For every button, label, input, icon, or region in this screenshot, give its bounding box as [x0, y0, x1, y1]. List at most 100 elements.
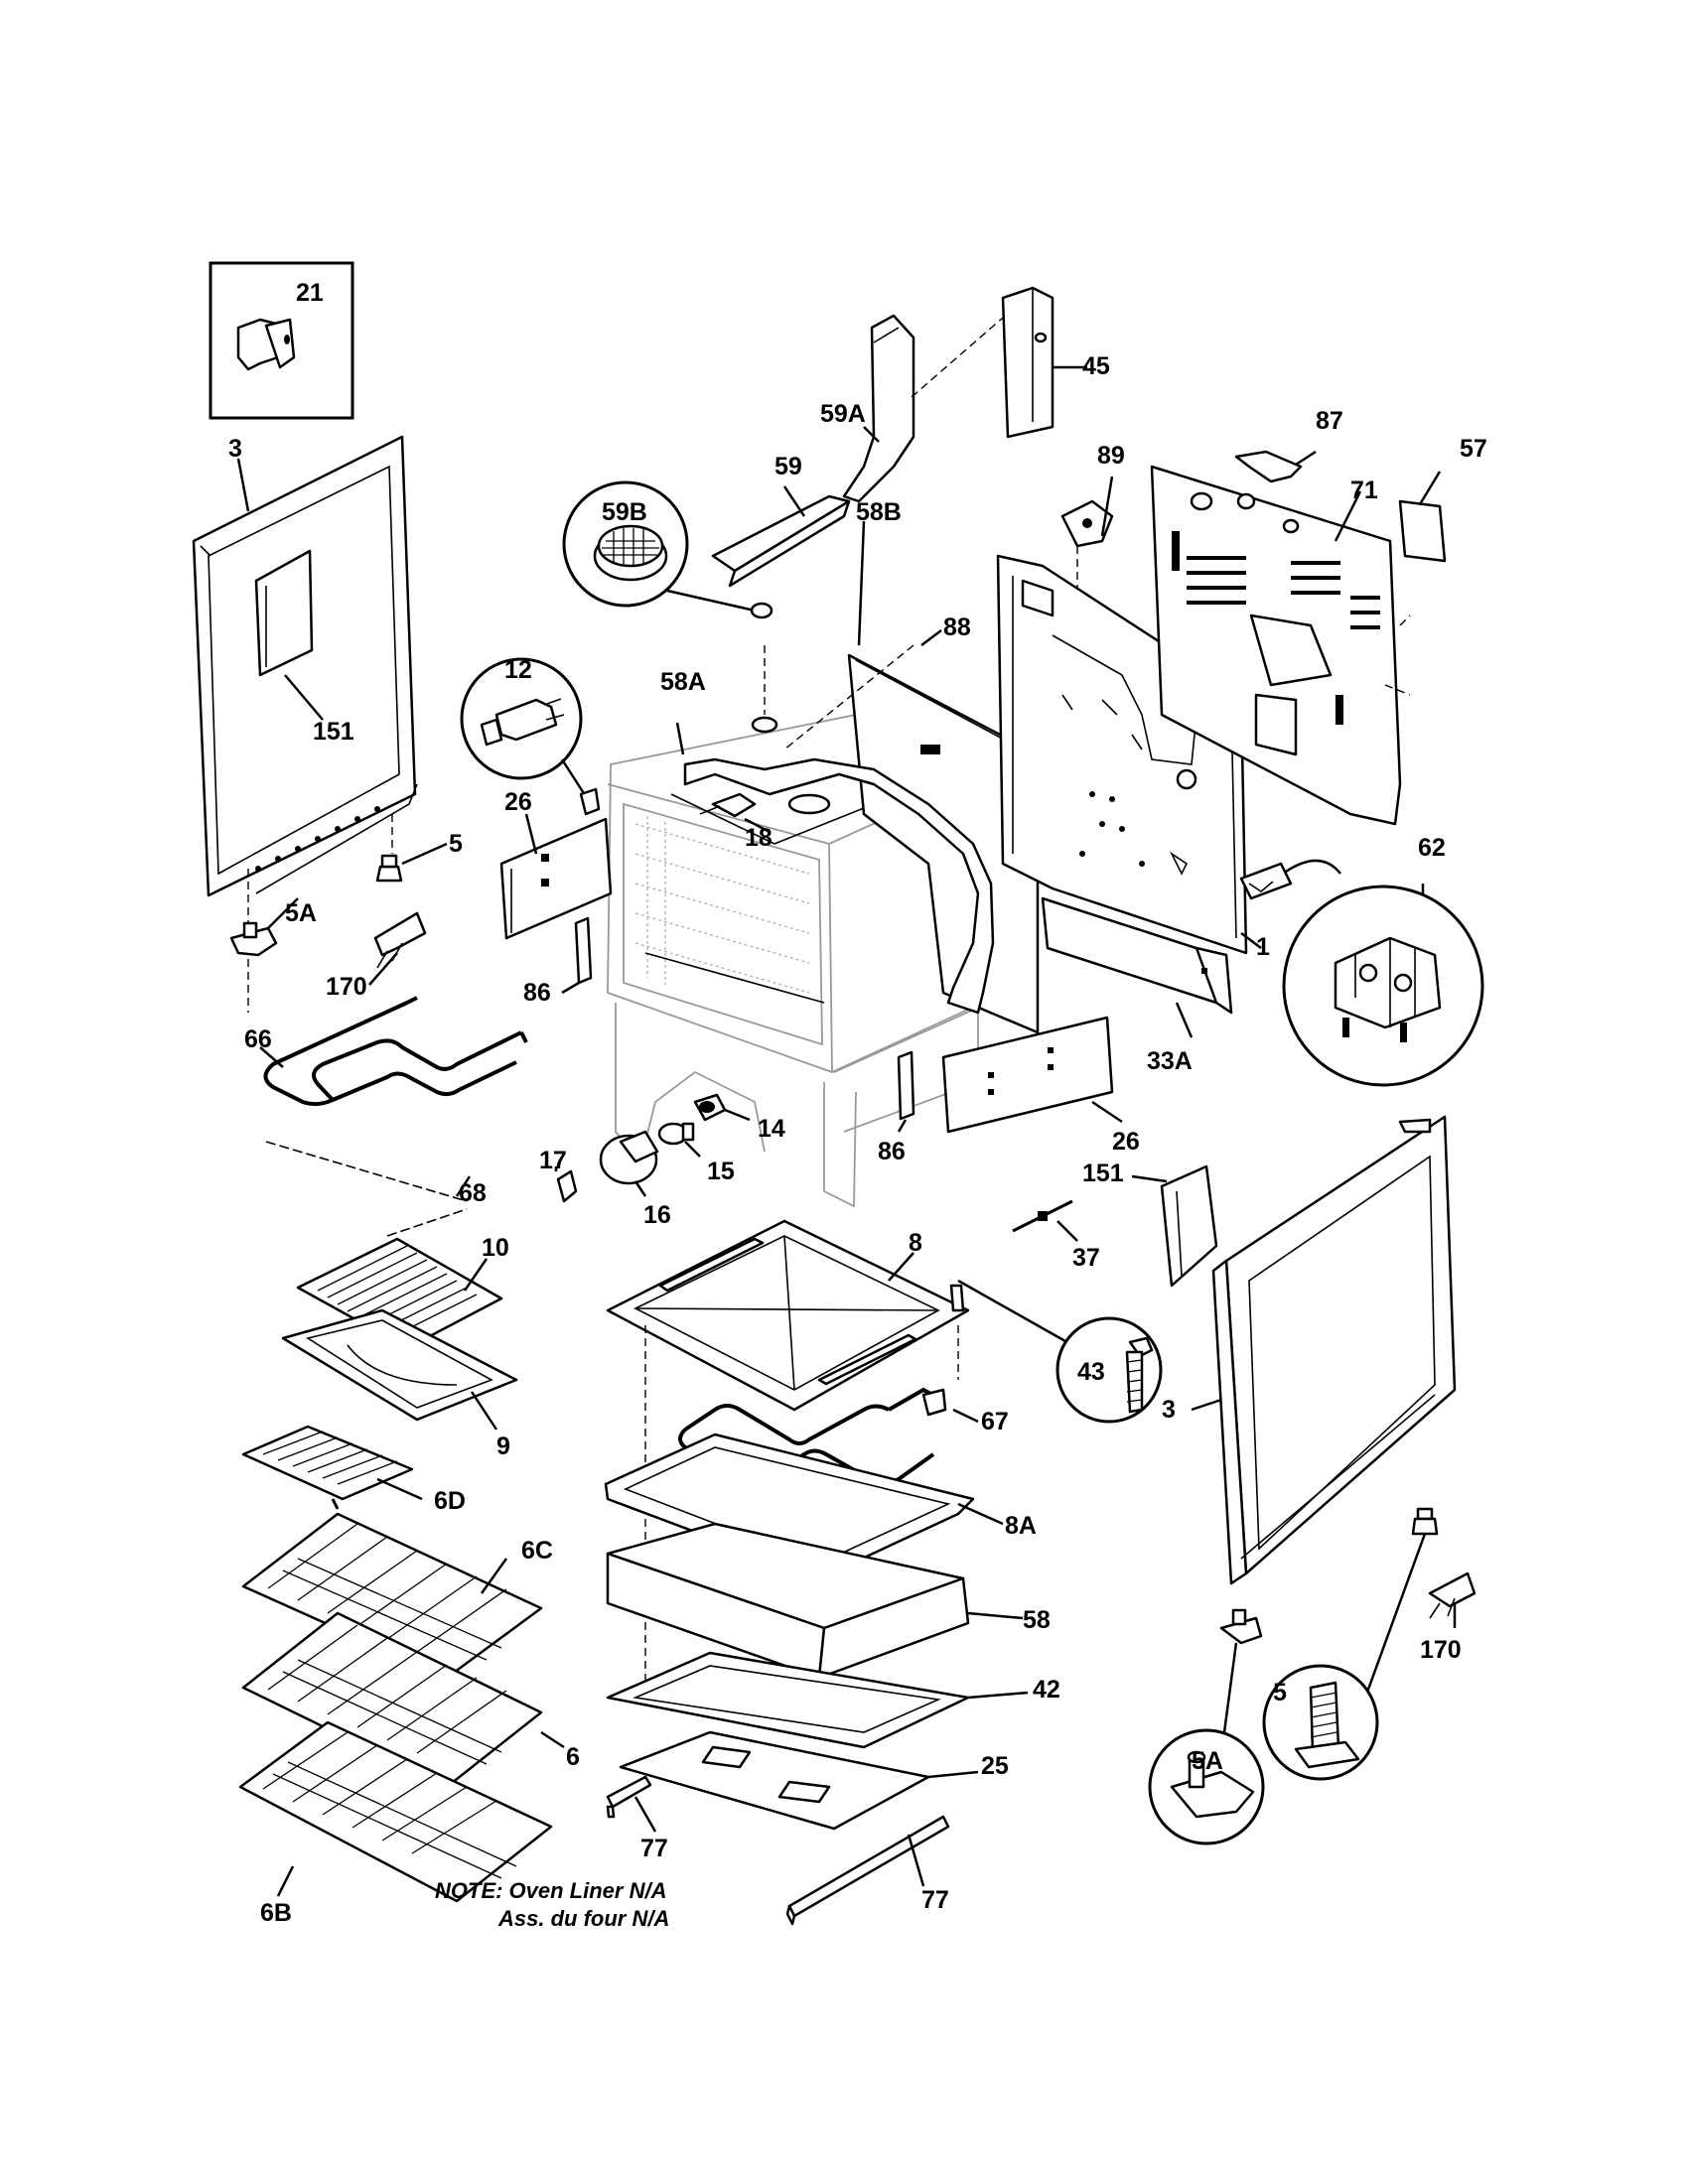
- leader-59B: [666, 589, 756, 613]
- label-8A: 8A: [1005, 1512, 1037, 1540]
- part-59-duct: [711, 494, 851, 588]
- part-45: [1001, 286, 1055, 439]
- label-6: 6: [566, 1743, 580, 1771]
- label-21: 21: [296, 279, 324, 307]
- leader-15: [684, 1141, 701, 1158]
- label-5-left: 5: [449, 830, 463, 858]
- label-5A-right: 5A: [1192, 1747, 1223, 1775]
- label-9: 9: [496, 1433, 510, 1460]
- label-3-left: 3: [228, 435, 242, 463]
- part-59B-callout: [562, 480, 689, 608]
- leader-67: [952, 1408, 979, 1424]
- leader-170-left: [368, 952, 398, 986]
- leader-8: [888, 1252, 914, 1282]
- label-16: 16: [643, 1201, 671, 1229]
- label-3-right: 3: [1162, 1396, 1176, 1424]
- label-6D: 6D: [434, 1487, 466, 1515]
- label-67: 67: [981, 1408, 1009, 1435]
- label-151-right: 151: [1082, 1160, 1124, 1187]
- leader-66: [259, 1046, 284, 1068]
- leader-42: [967, 1691, 1029, 1700]
- part-170-right: [1428, 1571, 1477, 1619]
- label-26-left: 26: [504, 788, 532, 816]
- leader-5-left: [401, 842, 448, 866]
- label-58B: 58B: [856, 498, 902, 526]
- part-5A-right: [1219, 1608, 1263, 1645]
- leader-1: [1240, 932, 1262, 949]
- label-15: 15: [707, 1158, 735, 1185]
- leader-86-left: [561, 981, 580, 995]
- label-170-right: 170: [1420, 1636, 1462, 1664]
- part-68-wire: [265, 1141, 468, 1237]
- label-1: 1: [1256, 933, 1270, 961]
- part-5A-right-callout-detail: [1170, 1750, 1255, 1819]
- part-5-right-callout-detail: [1294, 1681, 1360, 1769]
- part-66-broil-element: [263, 996, 528, 1107]
- label-59: 59: [774, 453, 802, 480]
- part-15-bulb: [657, 1122, 695, 1146]
- leader-57: [1418, 471, 1442, 505]
- label-6B: 6B: [260, 1899, 292, 1927]
- part-86-left: [574, 916, 593, 985]
- label-88: 88: [943, 614, 971, 641]
- leader-88: [920, 629, 942, 646]
- part-8-oven-bottom: [606, 1219, 970, 1412]
- part-6B-rack: [238, 1720, 553, 1903]
- leader-59A: [863, 426, 880, 443]
- part-59A-duct: [842, 314, 915, 503]
- label-57: 57: [1460, 435, 1487, 463]
- leader-3-right: [1191, 1398, 1222, 1412]
- label-66: 66: [244, 1025, 272, 1053]
- part-17: [556, 1169, 578, 1203]
- label-8: 8: [909, 1229, 922, 1257]
- leader-151-left: [284, 674, 324, 721]
- leader-18: [744, 817, 771, 834]
- leader-6D: [376, 1477, 423, 1501]
- label-62: 62: [1418, 834, 1446, 862]
- label-10: 10: [482, 1234, 509, 1262]
- leader-87: [1295, 450, 1317, 467]
- label-5-right: 5: [1273, 1679, 1287, 1706]
- part-21-inset: [209, 261, 354, 420]
- label-151-left: 151: [313, 718, 354, 746]
- leader-25: [927, 1770, 979, 1779]
- label-5A-left: 5A: [285, 899, 317, 927]
- leader-9: [470, 1391, 498, 1431]
- label-58: 58: [1023, 1606, 1051, 1634]
- leader-14: [724, 1108, 751, 1122]
- part-26-left-rail: [499, 817, 613, 940]
- label-17: 17: [539, 1147, 567, 1174]
- leader-5-right: [1363, 1533, 1427, 1699]
- label-77-b: 77: [921, 1886, 949, 1914]
- part-58-insulation: [606, 1522, 970, 1680]
- part-25: [619, 1730, 930, 1831]
- part-12-callout: [460, 657, 583, 780]
- leader-6: [540, 1730, 565, 1749]
- part-9-broil-pan: [281, 1308, 518, 1422]
- part-71-back-panel: [1150, 465, 1402, 826]
- label-89: 89: [1097, 442, 1125, 470]
- label-42: 42: [1033, 1676, 1060, 1704]
- part-170-left: [373, 911, 427, 969]
- label-86-left: 86: [523, 979, 551, 1007]
- leader-6C: [480, 1558, 508, 1594]
- leader-151-right: [1131, 1174, 1168, 1183]
- leader-77-a: [633, 1796, 657, 1833]
- part-87: [1234, 450, 1303, 483]
- part-5A-left: [229, 921, 278, 957]
- leader-5A-right: [1222, 1642, 1238, 1733]
- note-line-2: Ass. du four N/A: [497, 1906, 669, 1931]
- leader-8A: [957, 1502, 1004, 1526]
- label-45: 45: [1082, 352, 1110, 380]
- label-58A: 58A: [660, 668, 706, 696]
- label-87: 87: [1316, 407, 1343, 435]
- part-5-left: [375, 854, 403, 883]
- leader-58B: [857, 520, 866, 646]
- part-3-left-side-panel: [192, 435, 418, 897]
- leader-89: [1100, 476, 1114, 537]
- leader-58A: [675, 722, 685, 755]
- leader-59: [782, 485, 806, 517]
- part-1-back-frame: [996, 554, 1248, 955]
- leader-6B: [276, 1865, 295, 1897]
